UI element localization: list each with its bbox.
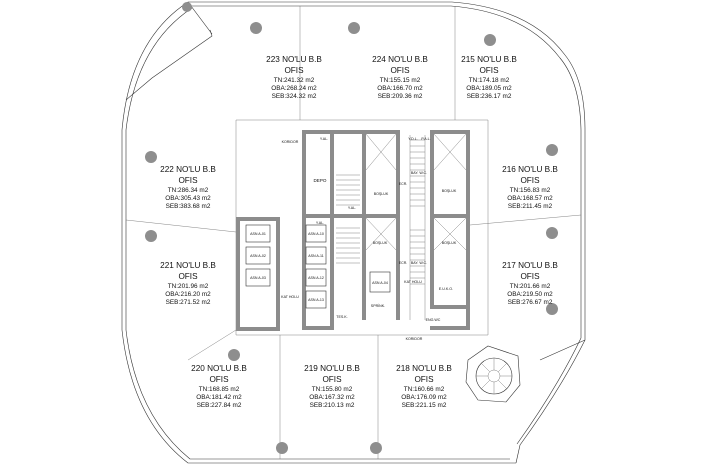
unit-222-use: OFIS: [178, 176, 198, 185]
label-lift-a11: ASN A-11: [308, 254, 324, 258]
unit-220-seb: SEB:227.84 m2: [197, 402, 242, 409]
unit-221-seb: SEB:271.52 m2: [166, 299, 211, 306]
label-bay-wc: BAY. W.C.: [411, 171, 427, 175]
unit-218[interactable]: 218 NO'LU B.B OFIS TN:160.66 m2 OBA:176.…: [396, 364, 452, 409]
label-bosluk-1: BOŞLUK: [374, 192, 389, 196]
label-kat-holu-1: KAT HOLU: [281, 295, 299, 299]
label-ecr-1: ECR.: [399, 182, 408, 186]
unit-222-seb: SEB:383.68 m2: [166, 203, 211, 210]
stair-east: [409, 135, 426, 320]
label-lift-a04: ASN A-04: [372, 281, 388, 285]
unit-223-tn: TN:241.32 m2: [274, 77, 315, 84]
unit-222-name: 222 NO'LU B.B: [160, 165, 216, 174]
unit-219-use: OFIS: [322, 375, 342, 384]
unit-215[interactable]: 215 NO'LU B.B OFIS TN:174.18 m2 OBA:189.…: [461, 55, 517, 100]
label-koridor-top: KORIDOR: [282, 140, 299, 144]
label-bay-wc-2: BAY. W.C.: [411, 261, 427, 265]
label-bosluk-2: BOŞLUK: [442, 189, 457, 193]
building-outline: [121, 1, 586, 464]
unit-221-oba: OBA:216.20 m2: [165, 291, 211, 298]
unit-216-name: 216 NO'LU B.B: [502, 165, 558, 174]
unit-219-tn: TN:155.80 m2: [312, 386, 353, 393]
partitions: [125, 6, 582, 459]
unit-223-seb: SEB:324.32 m2: [272, 93, 317, 100]
label-ecr-2: ECR.: [399, 261, 408, 265]
unit-219-name: 219 NO'LU B.B: [304, 364, 360, 373]
unit-223-name: 223 NO'LU B.B: [266, 55, 322, 64]
label-lift-a12: ASN A-12: [308, 276, 324, 280]
unit-217-seb: SEB:276.67 m2: [508, 299, 553, 306]
label-sprink: SPRİNK.: [371, 303, 385, 308]
unit-216[interactable]: 216 NO'LU B.B OFIS TN:156.83 m2 OBA:168.…: [502, 165, 558, 210]
label-pal: P.A.L.: [421, 137, 430, 141]
unit-216-use: OFIS: [520, 176, 540, 185]
unit-219-seb: SEB:210.13 m2: [310, 402, 355, 409]
unit-224-name: 224 NO'LU B.B: [372, 55, 428, 64]
unit-223[interactable]: 223 NO'LU B.B OFIS TN:241.32 m2 OBA:268.…: [266, 55, 322, 100]
label-ydl: Y.D.L.: [408, 137, 418, 141]
unit-215-tn: TN:174.18 m2: [469, 77, 510, 84]
unit-218-tn: TN:160.66 m2: [404, 386, 445, 393]
unit-216-tn: TN:156.83 m2: [510, 187, 551, 194]
unit-218-oba: OBA:176.09 m2: [401, 394, 447, 401]
unit-223-oba: OBA:268.24 m2: [271, 85, 317, 92]
unit-220-name: 220 NO'LU B.B: [191, 364, 247, 373]
unit-219-oba: OBA:167.32 m2: [309, 394, 355, 401]
unit-221[interactable]: 221 NO'LU B.B OFIS TN:201.96 m2 OBA:216.…: [160, 261, 216, 306]
label-bosluk-4: BOŞLUK: [442, 241, 457, 245]
label-yal-3: Y.AL.: [316, 221, 324, 225]
unit-217-name: 217 NO'LU B.B: [502, 261, 558, 270]
unit-221-name: 221 NO'LU B.B: [160, 261, 216, 270]
unit-215-oba: OBA:189.05 m2: [466, 85, 512, 92]
unit-220-tn: TN:168.85 m2: [199, 386, 240, 393]
label-lift-a01: ASN A-01: [250, 232, 266, 236]
label-lift-a03: ASN A-03: [250, 276, 266, 280]
unit-215-use: OFIS: [479, 66, 499, 75]
label-tesisat: TES.K.: [336, 315, 347, 319]
label-yal-1: Y.AL.: [320, 137, 328, 141]
unit-220[interactable]: 220 NO'LU B.B OFIS TN:168.85 m2 OBA:181.…: [191, 364, 247, 409]
label-euk: E.U.K.O.: [439, 287, 453, 291]
label-kat-holu-2: KAT HOLU: [404, 280, 422, 284]
unit-224-tn: TN:155.15 m2: [380, 77, 421, 84]
unit-224-seb: SEB:209.36 m2: [378, 93, 423, 100]
unit-218-seb: SEB:221.15 m2: [402, 402, 447, 409]
unit-215-seb: SEB:236.17 m2: [467, 93, 512, 100]
unit-222-oba: OBA:305.43 m2: [165, 195, 211, 202]
unit-220-use: OFIS: [209, 375, 229, 384]
spiral-stair: [465, 345, 521, 403]
label-engelli: ENG.WC: [426, 318, 441, 322]
unit-218-name: 218 NO'LU B.B: [396, 364, 452, 373]
label-depo: DEPO: [313, 178, 326, 183]
unit-222-tn: TN:286.34 m2: [168, 187, 209, 194]
label-lift-a13: ASN A-13: [308, 298, 324, 302]
unit-224-oba: OBA:166.70 m2: [377, 85, 423, 92]
label-koridor-bottom: KORIDOR: [406, 337, 423, 341]
stair-north: [336, 174, 360, 264]
unit-217[interactable]: 217 NO'LU B.B OFIS TN:201.66 m2 OBA:219.…: [502, 261, 558, 306]
label-yal-2: Y.AL.: [348, 206, 356, 210]
unit-224[interactable]: 224 NO'LU B.B OFIS TN:155.15 m2 OBA:166.…: [372, 55, 428, 100]
unit-217-tn: TN:201.66 m2: [510, 283, 551, 290]
unit-216-seb: SEB:211.45 m2: [508, 203, 553, 210]
unit-221-tn: TN:201.96 m2: [168, 283, 209, 290]
core: [236, 130, 470, 331]
unit-224-use: OFIS: [390, 66, 410, 75]
unit-217-oba: OBA:219.50 m2: [507, 291, 553, 298]
unit-222[interactable]: 222 NO'LU B.B OFIS TN:286.34 m2 OBA:305.…: [160, 165, 216, 210]
label-lift-a10: ASN A-10: [308, 232, 324, 236]
unit-215-name: 215 NO'LU B.B: [461, 55, 517, 64]
unit-217-use: OFIS: [520, 272, 540, 281]
unit-223-use: OFIS: [284, 66, 304, 75]
unit-219[interactable]: 219 NO'LU B.B OFIS TN:155.80 m2 OBA:167.…: [304, 364, 360, 409]
columns: [145, 2, 558, 454]
core-labels: KORIDOR KORIDOR DEPO BOŞLUK BOŞLUK BOŞLU…: [250, 137, 457, 341]
label-lift-a02: ASN A-02: [250, 254, 266, 258]
label-bosluk-3: BOŞLUK: [373, 241, 388, 245]
unit-216-oba: OBA:168.57 m2: [507, 195, 553, 202]
unit-218-use: OFIS: [414, 375, 434, 384]
unit-221-use: OFIS: [178, 272, 198, 281]
unit-220-oba: OBA:181.42 m2: [196, 394, 242, 401]
